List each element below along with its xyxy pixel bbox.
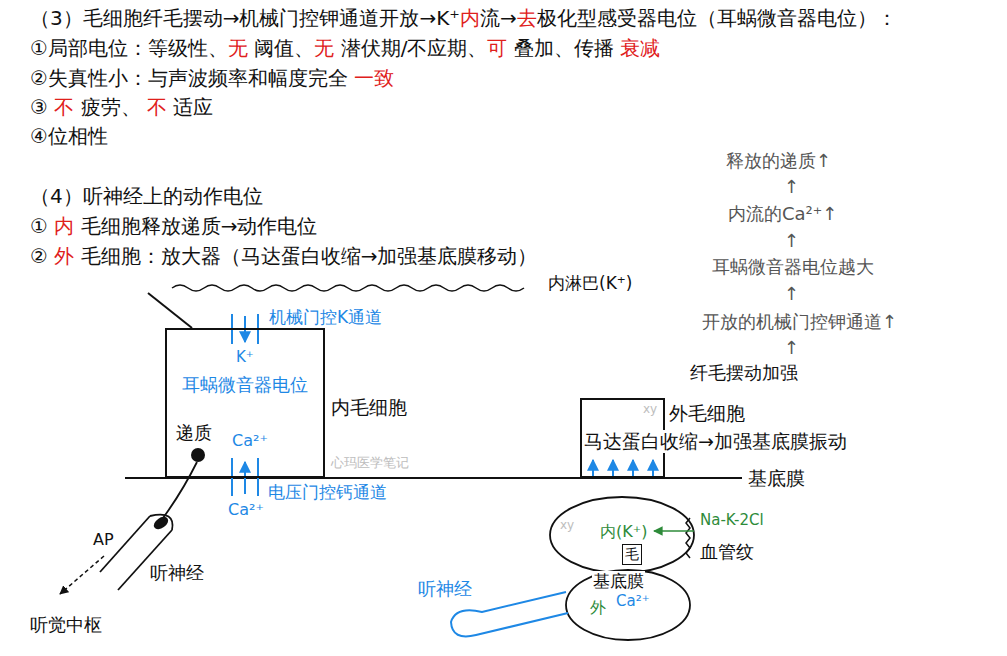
annotation: 纤毛摆动加强 — [690, 362, 798, 384]
annotation: （3）毛细胞纤毛摆动→机械门控钾通道开放→K⁺内流→去极化型感受器电位（耳蜗微音… — [30, 6, 897, 30]
cell-label: 外毛细胞 — [669, 402, 745, 425]
annotation: 机械门控K通道 — [268, 307, 383, 327]
highlight-run: 去 — [517, 6, 537, 30]
cell-label: 内毛细胞 — [331, 396, 407, 419]
highlight-run: 外 — [54, 244, 74, 268]
transmitter-dot — [191, 448, 205, 462]
text-run: ③ — [30, 95, 54, 119]
annotation: 外 — [590, 598, 606, 617]
tectorial-membrane — [148, 293, 192, 328]
annotation: 听觉中枢 — [30, 614, 102, 636]
annotation: 内淋巴(K⁺) — [548, 273, 632, 293]
annotation: 听神经 — [418, 578, 472, 600]
annotation: ② 外 毛细胞：放大器（马达蛋白收缩→加强基底膜移动） — [30, 244, 537, 268]
annotation: 基底膜 — [592, 571, 645, 591]
annotation: ③ 不 疲劳、 不 适应 — [30, 95, 213, 119]
synapse-blob — [152, 514, 171, 531]
annotation: 内流的Ca²⁺↑ — [728, 203, 837, 225]
annotation: Ca²⁺ — [228, 500, 264, 519]
motor-arrows — [593, 460, 653, 476]
annotation: 内(K⁺) — [600, 522, 647, 541]
highlight-run: 衰减 — [620, 36, 660, 60]
annotation: ① 内 毛细胞释放递质→动作电位 — [30, 214, 317, 238]
highlight-run: 无 — [314, 36, 334, 60]
auditory-nerve — [100, 462, 197, 590]
cochlea-section — [550, 497, 694, 640]
highlight-run: 无 — [228, 36, 248, 60]
annotation: （4）听神经上的动作电位 — [30, 184, 263, 208]
text-run: （3）毛细胞纤毛摆动→机械门控钾通道开放→K⁺ — [30, 6, 460, 30]
annotation: 递质 — [176, 422, 212, 444]
auditory-nerve-lower — [451, 592, 568, 636]
annotation: ↑ — [784, 337, 799, 359]
cell-label: 毛 — [625, 546, 639, 563]
ap-arrow — [60, 556, 104, 594]
annotation: 马达蛋白收缩→加强基底膜振动 — [583, 430, 848, 453]
highlight-run: 不 — [147, 95, 167, 119]
annotation: ↑ — [784, 230, 799, 252]
annotation: Na-K-2Cl — [700, 511, 764, 529]
inner-hair-cell: 内毛细胞 — [165, 328, 325, 478]
annotation: 听神经 — [150, 562, 204, 584]
text-run: 毛细胞：放大器（马达蛋白收缩→加强基底膜移动） — [74, 244, 537, 268]
annotation: 血管纹 — [700, 541, 754, 563]
annotation: 基底膜 — [748, 467, 805, 490]
text-run: 流→ — [480, 6, 517, 30]
outer-hair-cell: 外毛细胞 — [580, 398, 665, 478]
annotation: Ca²⁺ — [616, 592, 650, 610]
nkcc-arrow — [654, 530, 694, 532]
annotation: ↑ — [784, 283, 799, 305]
text-run: ②失真性小：与声波频率和幅度完全 — [30, 66, 354, 90]
text-run: ② — [30, 244, 54, 268]
hair-cell-marker: 毛 — [622, 544, 642, 565]
highlight-run: 一致 — [354, 66, 394, 90]
text-run: 疲劳、 — [74, 95, 147, 119]
text-run: 适应 — [167, 95, 213, 119]
annotation: xy — [560, 518, 574, 532]
text-run: ①局部电位：等级性、 — [30, 36, 228, 60]
annotation: 释放的递质↑ — [726, 150, 831, 172]
annotation: ④位相性 — [30, 124, 108, 148]
endolymph-line — [172, 285, 524, 291]
annotation: 耳蜗微音器电位越大 — [712, 256, 874, 278]
annotation: xy — [643, 402, 657, 416]
annotation: 电压门控钙通道 — [268, 482, 387, 502]
annotation: ①局部电位：等级性、无 阈值、无 潜伏期/不应期、可 叠加、传播 衰减 — [30, 36, 660, 60]
annotation: ↑ — [784, 176, 799, 198]
highlight-run: 内 — [460, 6, 480, 30]
highlight-run: 内 — [54, 214, 74, 238]
text-run: ① — [30, 214, 54, 238]
highlight-run: 不 — [54, 95, 74, 119]
text-run: 阈值、 — [248, 36, 314, 60]
annotation: AP — [93, 530, 114, 549]
annotation: 心玛医学笔记 — [331, 455, 409, 471]
annotation: ②失真性小：与声波频率和幅度完全 一致 — [30, 66, 394, 90]
annotation: 开放的机械门控钾通道↑ — [702, 311, 897, 333]
annotation: K⁺ — [236, 348, 254, 366]
text-run: 极化型感受器电位（耳蜗微音器电位）： — [537, 6, 897, 30]
text-run: 潜伏期/不应期、 — [334, 36, 487, 60]
highlight-run: 可 — [487, 36, 507, 60]
text-run: 毛细胞释放递质→动作电位 — [74, 214, 317, 238]
annotation: Ca²⁺ — [232, 431, 268, 450]
annotation: 耳蜗微音器电位 — [182, 374, 308, 396]
text-run: 叠加、传播 — [507, 36, 620, 60]
